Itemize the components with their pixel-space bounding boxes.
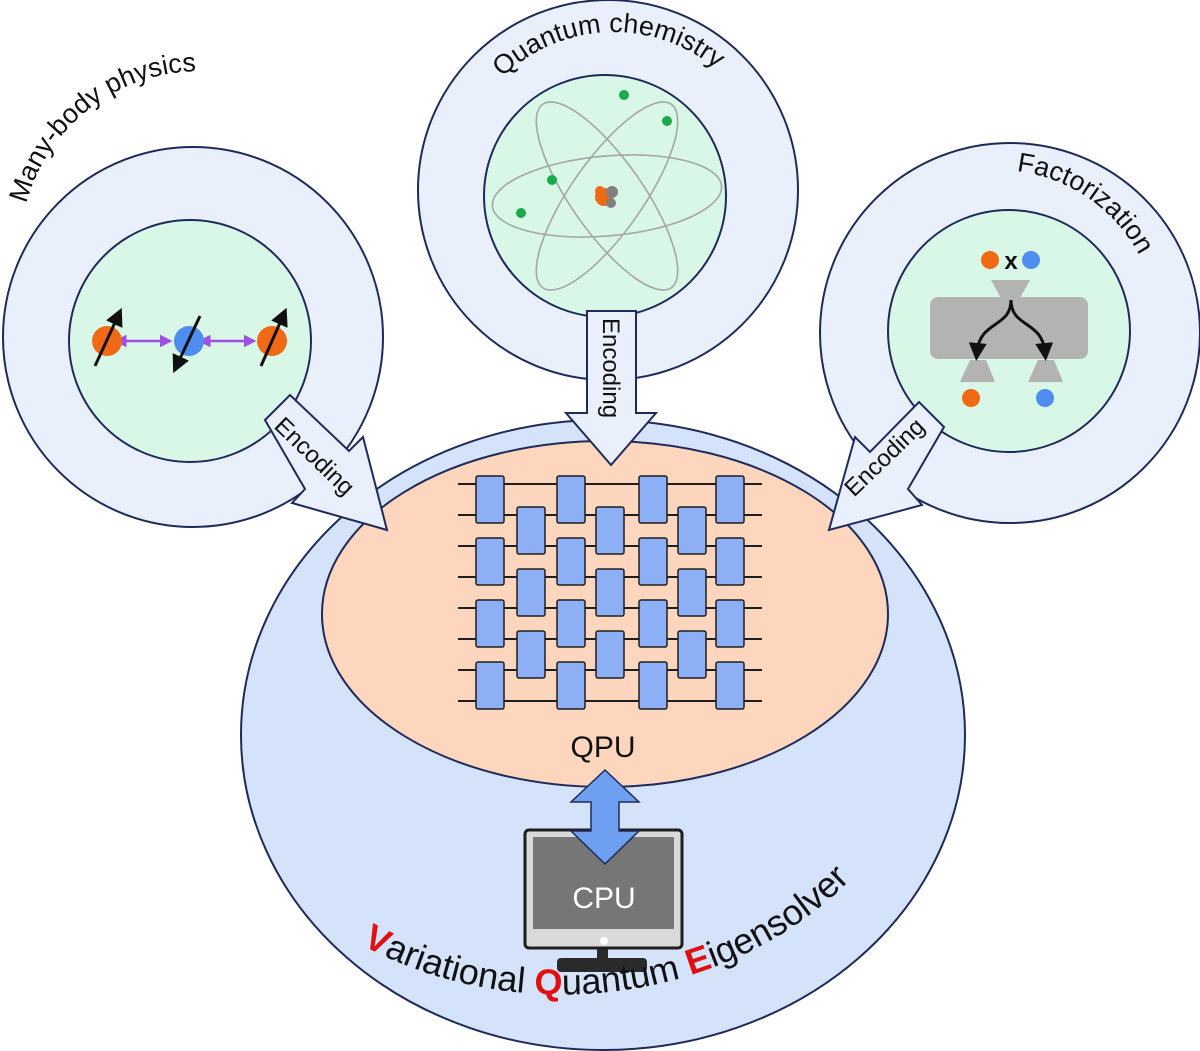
quantum-gate [516, 568, 546, 617]
quantum-gate [516, 630, 546, 679]
factor-output-blue [1036, 389, 1054, 407]
quantum-gate [516, 506, 546, 555]
quantum-gate [638, 475, 668, 524]
quantum-gate [677, 630, 707, 679]
quantum-gate [715, 537, 745, 586]
factor-split-icon: x [930, 248, 1088, 407]
encoding-arrow-chemistry: Encoding [563, 310, 659, 467]
electron [516, 208, 526, 218]
quantum-gate [715, 661, 745, 710]
quantum-gate [677, 506, 707, 555]
electron [619, 90, 629, 100]
quantum-gate [556, 661, 586, 710]
quantum-gate [556, 475, 586, 524]
quantum-gate [475, 661, 505, 710]
cpu-label: CPU [572, 882, 635, 915]
quantum-gate [556, 537, 586, 586]
spin-chain-icon [92, 307, 288, 374]
quantum-gate [677, 568, 707, 617]
quantum-gate [715, 475, 745, 524]
qpu-label: QPU [570, 731, 635, 764]
factor-input-orange [981, 251, 999, 269]
factor-input-blue [1022, 251, 1040, 269]
double-arrow-icon [569, 768, 641, 866]
quantum-gate [556, 599, 586, 648]
quantum-gate [475, 599, 505, 648]
quantum-gate [715, 599, 745, 648]
atom-icon [491, 90, 723, 291]
quantum-circuit [458, 475, 762, 710]
quantum-gate [595, 506, 625, 555]
quantum-gate [638, 537, 668, 586]
quantum-gate [638, 599, 668, 648]
electron [547, 175, 557, 185]
quantum-gate [595, 630, 625, 679]
electron [662, 116, 672, 126]
chemistry-domain: Quantum chemistry [417, 0, 799, 381]
quantum-gate [638, 661, 668, 710]
quantum-gate [475, 537, 505, 586]
quantum-gate [475, 475, 505, 524]
quantum-gate [595, 568, 625, 617]
vqe-letter-q: Q [534, 961, 563, 1003]
encoding-label: Encoding [597, 318, 624, 418]
multiply-sign: x [1004, 248, 1018, 275]
factor-output-orange [962, 389, 980, 407]
